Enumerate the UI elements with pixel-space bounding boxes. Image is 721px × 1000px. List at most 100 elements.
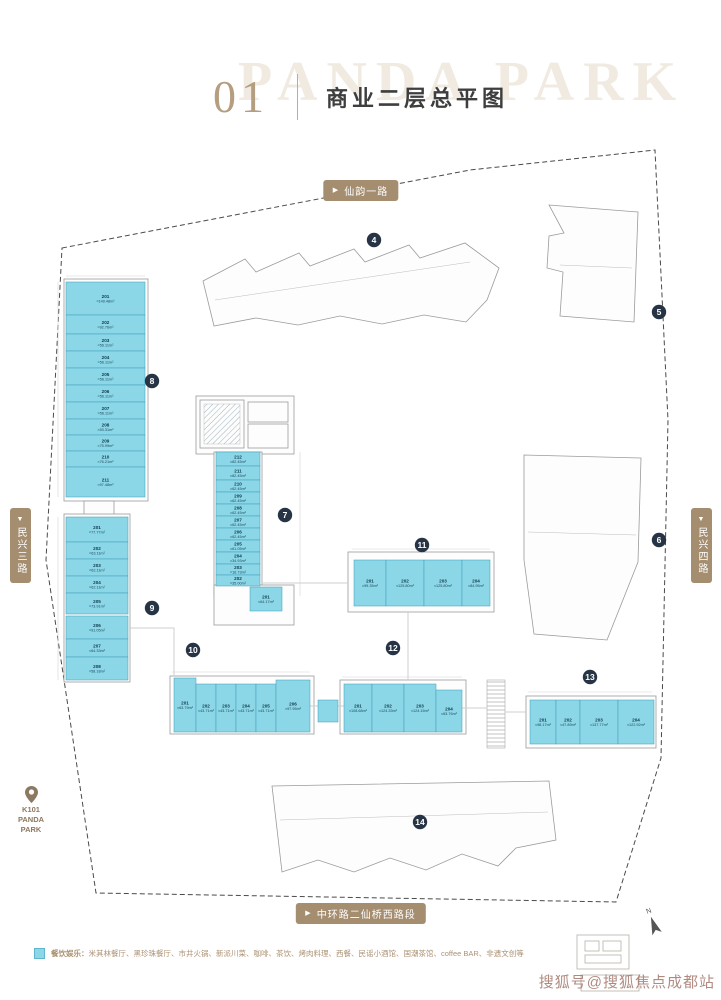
building-marker-13: 13 (582, 669, 598, 685)
unit-area: ≈137.77m² (590, 723, 609, 727)
unit-number: 204 (472, 579, 480, 584)
building-5-outline (546, 204, 639, 323)
svg-text:11: 11 (418, 540, 427, 550)
svg-text:5: 5 (657, 307, 662, 317)
unit-number: 205 (234, 542, 242, 547)
unit-number: 203 (416, 704, 424, 709)
unit-8-206: 206≈56.11m² (65, 384, 146, 403)
road-label-top-text: 仙韵一路 (344, 187, 389, 198)
triangle-down-icon: ▼ (16, 516, 25, 523)
unit-number: 203 (595, 718, 603, 723)
unit-7-206: 206≈62.45m² (215, 527, 261, 541)
landmark-line: PARK (20, 824, 42, 834)
unit-10-202: 202≈43.71m² (195, 683, 217, 733)
mini-key-plan (576, 934, 640, 992)
legend-text: 餐饮娱乐：米其林餐厅、黑珍珠餐厅、市井火锅、新派川菜、咖啡、茶饮、烤肉料理、西餐… (51, 948, 524, 959)
unit-area: ≈98.17m² (535, 723, 552, 727)
unit-number: 205 (102, 372, 110, 377)
unit-area: ≈62.45m² (230, 487, 247, 491)
unit-area: ≈84.95m² (468, 584, 485, 588)
unit-8-210: 210≈76.21m² (65, 450, 146, 468)
unit-8-202: 202≈92.76m² (65, 314, 146, 335)
unit-7-211: 211≈82.45m² (215, 465, 261, 481)
unit-8-204: 204≈56.11m² (65, 350, 146, 369)
unit-7-208: 208≈62.45m² (215, 503, 261, 517)
unit-area: ≈62.45m² (230, 535, 247, 539)
unit-area: ≈97.95m² (285, 707, 302, 711)
unit-number: 203 (93, 563, 101, 568)
unit-area: ≈58.18m² (89, 670, 106, 674)
unit-12-203: 203≈124.15m² (403, 683, 437, 733)
unit-11-203: 203≈125.80m² (423, 559, 463, 607)
unit-area: ≈43.71m² (238, 709, 255, 713)
building-7-shaft-2 (247, 423, 289, 449)
unit-10 (317, 699, 339, 723)
road-label-top: ▶ 仙韵一路 (322, 180, 399, 201)
page-title: 商业二层总平图 (325, 86, 508, 111)
unit-7-212: 212≈82.45m² (215, 451, 261, 467)
unit-8-211: 211≈97.48m² (65, 466, 146, 498)
unit-12-202: 202≈124.33m² (371, 683, 405, 733)
legend-category: 餐饮娱乐： (51, 949, 89, 958)
building-4-inner-line (214, 261, 471, 301)
unit-number: 201 (93, 525, 101, 530)
unit-number: 208 (102, 423, 110, 428)
unit-8-205: 205≈56.11m² (65, 367, 146, 386)
unit-8-201: 201≈149.48m² (65, 281, 146, 316)
svg-text:N: N (645, 907, 652, 915)
unit-9-202: 202≈63.11m² (65, 541, 129, 560)
unit-area: ≈63.76m² (441, 712, 458, 716)
svg-text:7: 7 (283, 510, 288, 520)
stair-ladder (486, 679, 506, 749)
unit-area: ≈63.79m² (177, 706, 194, 710)
unit-10-201: 201≈63.79m² (173, 677, 197, 733)
unit-area: ≈43.71m² (258, 709, 275, 713)
unit-number: 204 (632, 718, 640, 723)
building-marker-14: 14 (412, 814, 428, 830)
site-boundary (45, 149, 669, 903)
svg-text:8: 8 (150, 376, 155, 386)
unit-number: 211 (102, 478, 110, 483)
unit-area: ≈82.45m² (230, 460, 247, 464)
building-6-inner-line (527, 531, 637, 536)
unit-number: 202 (202, 704, 210, 709)
legend-items: 米其林餐厅、黑珍珠餐厅、市井火锅、新派川菜、咖啡、茶饮、烤肉料理、西餐、民谣小酒… (88, 949, 524, 958)
building-4-outline (202, 242, 500, 327)
unit-area: ≈77.77m² (89, 531, 106, 535)
unit-8-207: 207≈56.11m² (65, 401, 146, 420)
unit-number: 205 (93, 599, 101, 604)
unit-10-204: 204≈43.71m² (235, 683, 257, 733)
unit-area: ≈64.17m² (258, 600, 275, 604)
unit-area: ≈75.99m² (97, 444, 114, 448)
unit-number: 201 (539, 718, 547, 723)
building-7-stair-hatch (203, 403, 241, 445)
unit-area: ≈97.48m² (97, 483, 114, 487)
unit-13-201: 201≈98.17m² (529, 699, 557, 745)
unit-9-201: 201≈77.77m² (65, 516, 129, 543)
unit-area: ≈82.45m² (230, 474, 247, 478)
unit-7-209: 209≈62.45m² (215, 491, 261, 505)
unit-7-203: 203≈16.73m² (215, 563, 261, 576)
unit-9-208: 208≈58.18m² (65, 656, 129, 681)
svg-text:13: 13 (585, 672, 595, 682)
unit-number: 201 (354, 704, 362, 709)
unit-area: ≈53.31m² (97, 428, 114, 432)
unit-area: ≈56.11m² (98, 344, 114, 348)
road-label-left: ▼ 民兴三路 (10, 508, 31, 583)
unit-area: ≈47.89m² (560, 723, 577, 727)
triangle-right-icon: ▶ (305, 910, 312, 917)
svg-text:9: 9 (150, 603, 155, 613)
building-marker-11: 11 (414, 537, 430, 553)
unit-11-204: 204≈84.95m² (461, 559, 491, 607)
triangle-down-icon: ▼ (697, 516, 706, 523)
unit-area: ≈62.45m² (230, 511, 247, 515)
unit-9-205: 205≈73.91m² (65, 592, 129, 615)
unit-number: 210 (234, 482, 242, 487)
unit-area: ≈108.68m² (349, 709, 368, 713)
unit-area: ≈62.45m² (230, 499, 247, 503)
unit-number: 208 (234, 506, 242, 511)
unit-area: ≈56.11m² (98, 378, 114, 382)
credit-watermark: 搜狐号@搜狐焦点成都站 (538, 974, 715, 991)
svg-text:6: 6 (657, 535, 662, 545)
